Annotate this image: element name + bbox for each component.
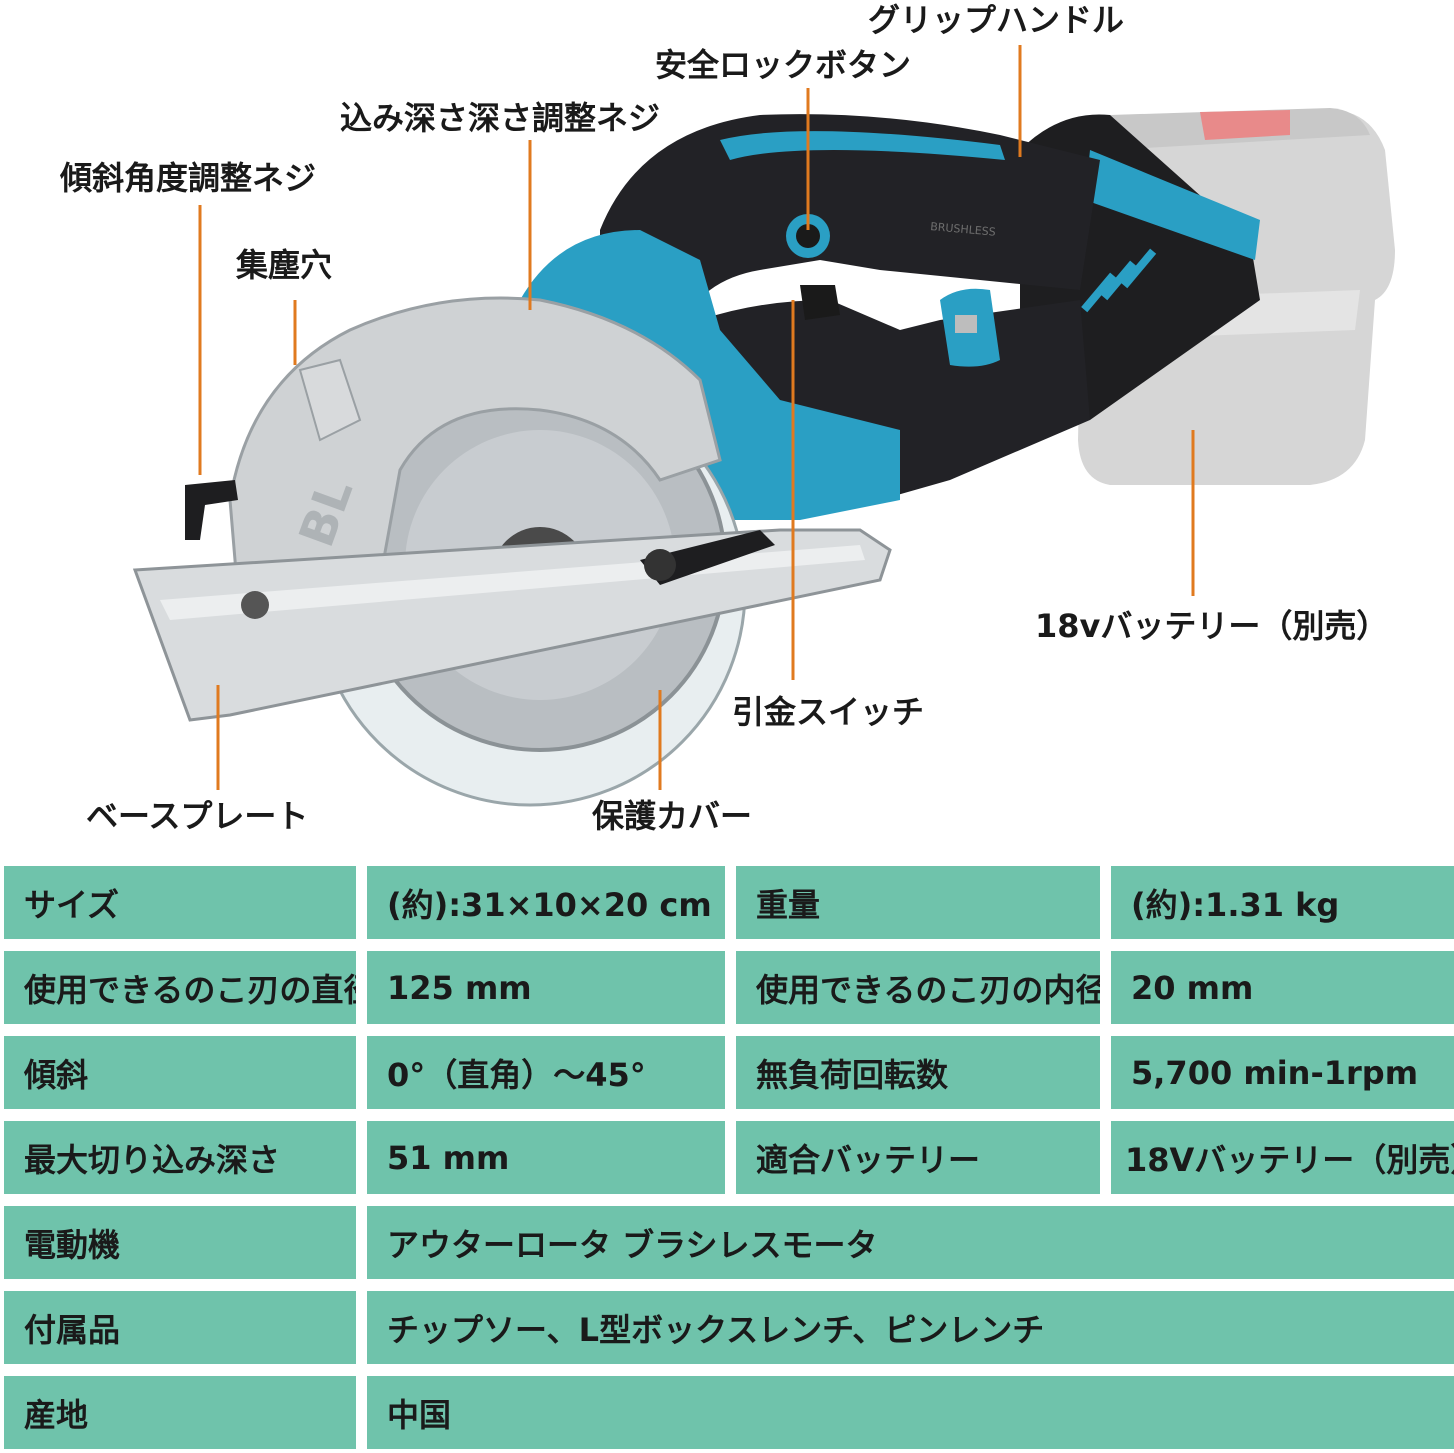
callout-battery: 18vバッテリー（別売） [1035, 607, 1389, 645]
dust-port [298, 358, 362, 442]
spec-value: 5,700 min-1rpm [1111, 1036, 1454, 1109]
spec-label: 適合バッテリー [736, 1121, 1100, 1194]
spec-value: 20 mm [1111, 951, 1454, 1024]
display-window [955, 315, 977, 333]
callout-lines [198, 45, 1195, 790]
bevel-adjust-knob [185, 480, 238, 540]
spec-label: 重量 [736, 866, 1100, 939]
circular-saw-illustration: BRUSHLESS BL [132, 45, 1395, 807]
spec-value: 125 mm [367, 951, 725, 1024]
brushless-label: BRUSHLESS [930, 220, 996, 239]
grip-handle [600, 114, 1100, 331]
spec-value: (約):1.31 kg [1111, 866, 1454, 939]
spec-value: 0°（直角）～45° [367, 1036, 725, 1109]
spec-label: 付属品 [4, 1291, 356, 1364]
spec-label: 最大切り込み深さ [4, 1121, 356, 1194]
spec-value: 51 mm [367, 1121, 725, 1194]
spec-label: 電動機 [4, 1206, 356, 1279]
spec-value: 中国 [367, 1376, 1454, 1449]
callout-trigger: 引金スイッチ [732, 693, 925, 731]
callout-bevel-screw: 傾斜角度調整ネジ [60, 159, 317, 197]
spec-value: (約):31×10×20 cm [367, 866, 725, 939]
callout-safety-lock: 安全ロックボタン [655, 46, 912, 84]
spec-label: 使用できるのこ刃の内径 [736, 951, 1100, 1024]
spec-label: 産地 [4, 1376, 356, 1449]
vent-slots [1081, 248, 1157, 313]
spec-value: アウターロータ ブラシレスモータ [367, 1206, 1454, 1279]
callout-guard: 保護カバー [592, 797, 753, 835]
spec-value: チップソー、L型ボックスレンチ、ピンレンチ [367, 1291, 1454, 1364]
trigger-switch [800, 285, 840, 320]
spec-label: 使用できるのこ刃の直径 [4, 951, 356, 1024]
callout-dust-port: 集塵穴 [236, 246, 333, 284]
spec-label: 傾斜 [4, 1036, 356, 1109]
spec-label: サイズ [4, 866, 356, 939]
spec-label: 無負荷回転数 [736, 1036, 1100, 1109]
spec-value: 18Vバッテリー（別売） [1111, 1121, 1454, 1194]
product-diagram: BRUSHLESS BL [60, 1, 1395, 835]
spec-table: サイズ (約):31×10×20 cm 重量 (約):1.31 kg 使用できる… [0, 866, 1454, 1453]
upper-blade-guard [228, 296, 722, 622]
callout-base-plate: ベースプレート [86, 797, 309, 835]
callout-grip-handle: グリップハンドル [868, 1, 1125, 39]
callout-depth-screw: 込み深さ深さ調整ネジ [340, 99, 661, 137]
